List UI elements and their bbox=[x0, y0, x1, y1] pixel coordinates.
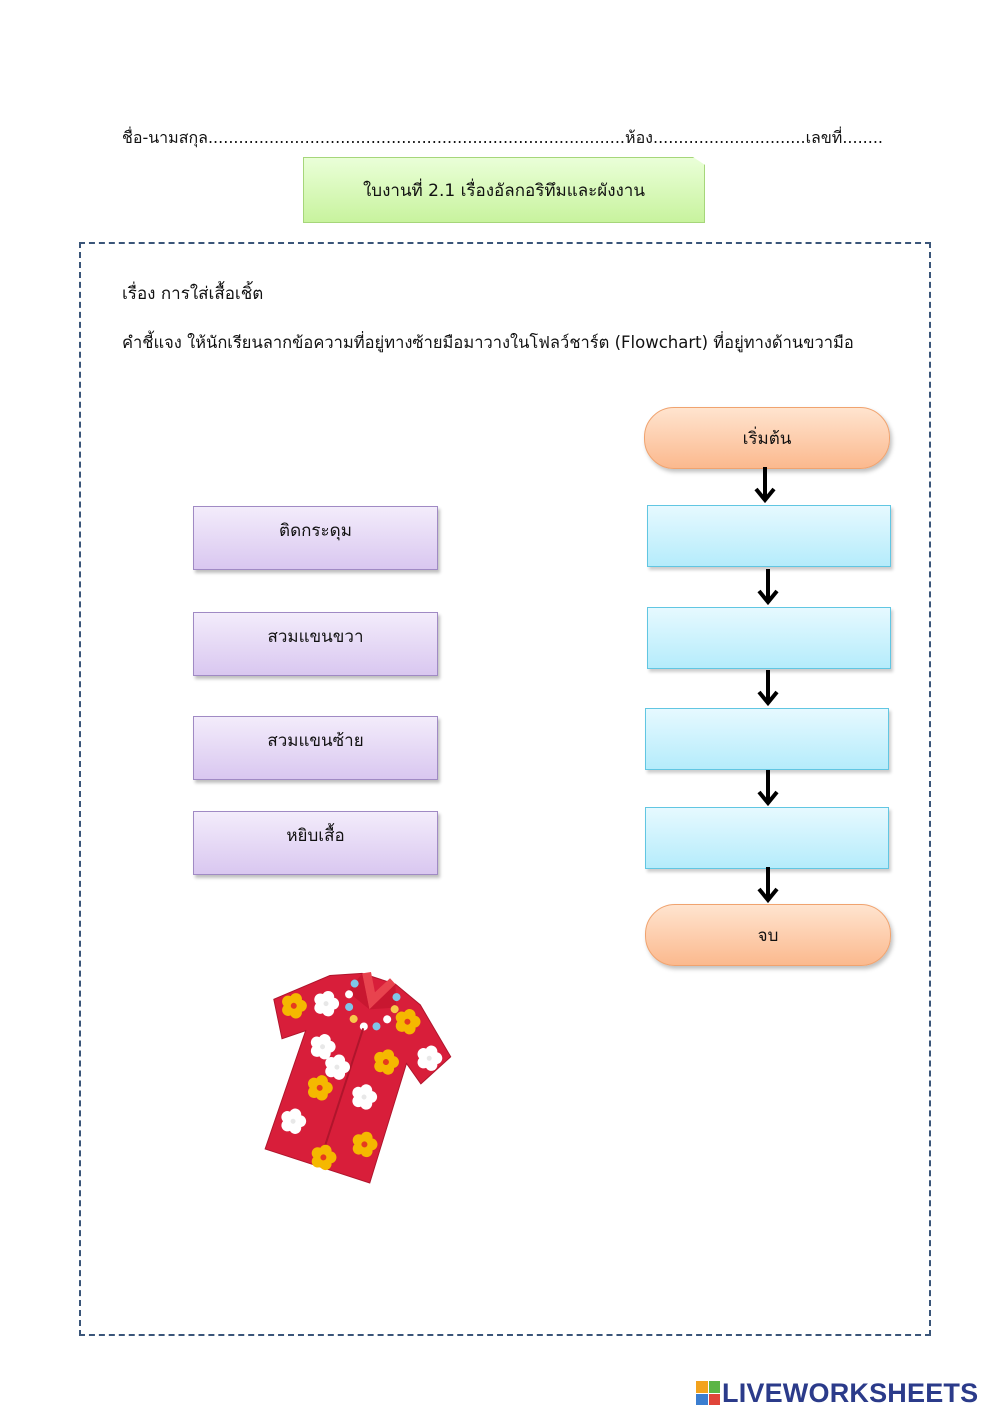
flowchart-drop-slot-3[interactable] bbox=[645, 708, 889, 770]
drag-item-left-sleeve[interactable]: สวมแขนซ้าย bbox=[193, 716, 438, 780]
arrow-down-icon bbox=[757, 670, 779, 707]
flowchart-drop-slot-4[interactable] bbox=[645, 807, 889, 869]
instructions-text: คำชี้แจง ให้นักเรียนลากข้อความที่อยู่ทาง… bbox=[122, 333, 854, 352]
student-info-line: ชื่อ-นามสกุล............................… bbox=[122, 128, 882, 147]
subject-heading: เรื่อง การใส่เสื้อเชิ้ต bbox=[122, 284, 264, 304]
arrow-down-icon bbox=[757, 569, 779, 606]
brand-name: LIVEWORKSHEETS bbox=[722, 1377, 979, 1408]
arrow-down-icon bbox=[757, 867, 779, 904]
flowchart-end: จบ bbox=[645, 904, 891, 966]
arrow-down-icon bbox=[757, 770, 779, 807]
liveworksheets-logo: LIVEWORKSHEETS bbox=[696, 1378, 978, 1408]
content-frame bbox=[79, 242, 931, 1336]
liveworksheets-logo-icon bbox=[696, 1381, 720, 1405]
flowchart-drop-slot-2[interactable] bbox=[647, 607, 891, 669]
drag-item-pick-shirt[interactable]: หยิบเสื้อ bbox=[193, 811, 438, 875]
drag-item-fasten-buttons[interactable]: ติดกระดุม bbox=[193, 506, 438, 570]
hawaiian-shirt-illustration bbox=[264, 972, 452, 1184]
worksheet-title: ใบงานที่ 2.1 เรื่องอัลกอริทึมและผังงาน bbox=[303, 157, 705, 223]
arrow-down-icon bbox=[754, 467, 776, 504]
flowchart-drop-slot-1[interactable] bbox=[647, 505, 891, 567]
drag-item-right-sleeve[interactable]: สวมแขนขวา bbox=[193, 612, 438, 676]
flowchart-start: เริ่มต้น bbox=[644, 407, 890, 469]
